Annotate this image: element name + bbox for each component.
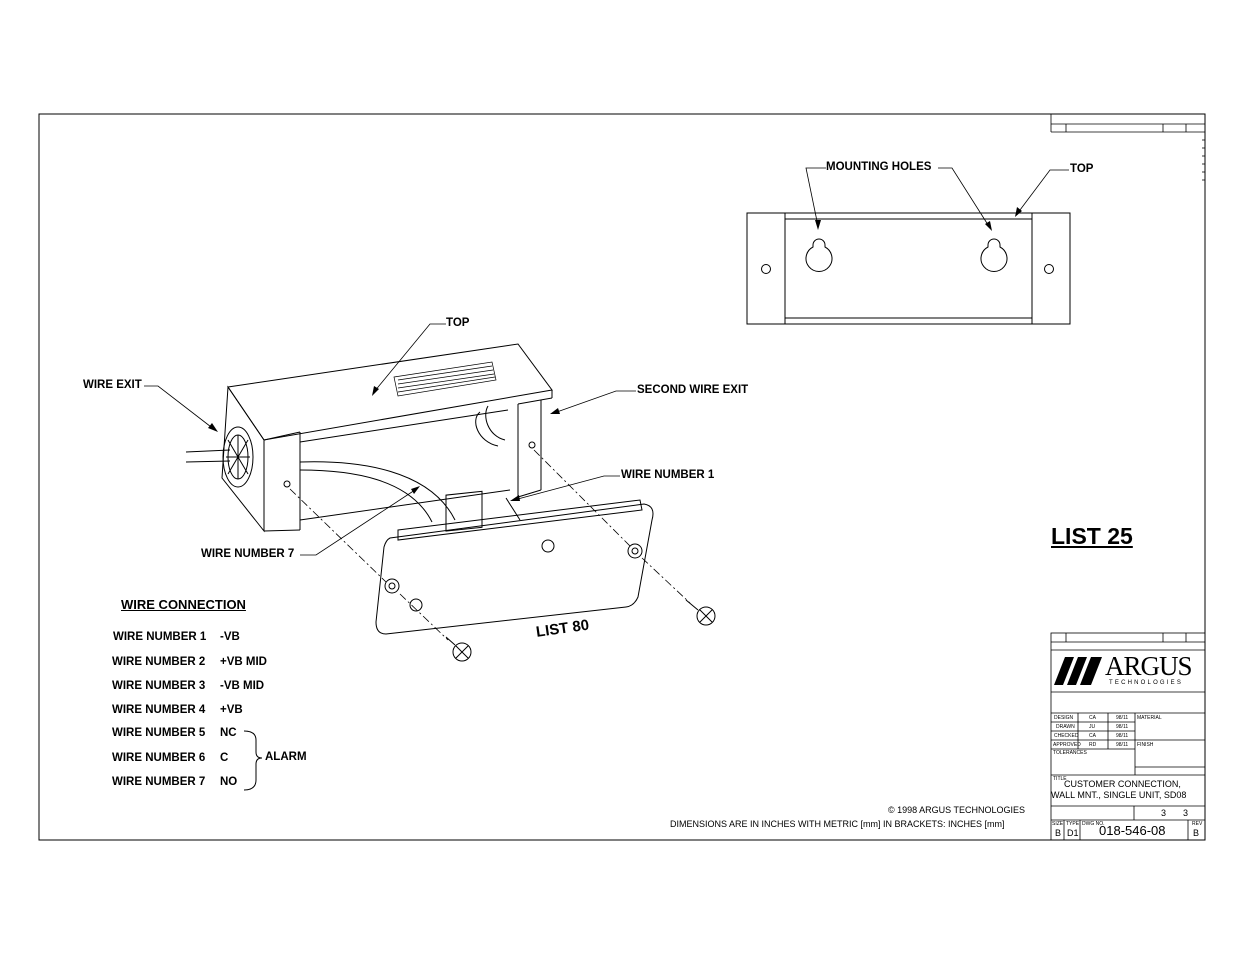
sheet-border: [38, 113, 1206, 841]
role-initials: JU: [1089, 724, 1096, 730]
alarm-brace: [243, 730, 263, 791]
type-label: TYPE: [1066, 821, 1080, 827]
argus-logo: ARGUS: [1105, 651, 1193, 681]
role-label: CHECKED: [1054, 733, 1079, 739]
role-initials: RD: [1089, 742, 1097, 748]
top-view-bracket: [746, 212, 1071, 325]
mounting-holes-label: MOUNTING HOLES: [826, 161, 932, 173]
top-label-top-view: TOP: [1070, 163, 1094, 175]
wire-row-value: NC: [220, 727, 237, 739]
wire-row-value: +VB MID: [220, 656, 267, 668]
wire-number-7-callout: WIRE NUMBER 7: [201, 548, 295, 560]
argus-logo-sub: TECHNOLOGIES: [1109, 680, 1184, 686]
size-label: SIZE: [1052, 821, 1064, 827]
screws: [445, 599, 716, 662]
wire-row-value: NO: [220, 776, 238, 788]
role-initials: CA: [1089, 733, 1096, 739]
wire-row-label: WIRE NUMBER 3: [112, 680, 206, 692]
role-date: 98/11: [1116, 742, 1129, 748]
keyhole-slot: [980, 238, 1008, 273]
material-label: MATERIAL: [1137, 715, 1162, 721]
finish-label: FINISH: [1137, 742, 1154, 748]
argus-logo-mark: [1054, 657, 1102, 685]
wire-row-label: WIRE NUMBER 5: [112, 727, 206, 739]
wire-row-label: WIRE NUMBER 7: [112, 776, 206, 788]
role-label: DESIGN: [1054, 715, 1074, 721]
sheet-size: B: [1055, 828, 1062, 838]
centerlines: [289, 449, 691, 641]
dimensions-note: DIMENSIONS ARE IN INCHES WITH METRIC [mm…: [670, 819, 1005, 829]
revision-strip: [1050, 114, 1205, 181]
role-date: 98/11: [1116, 715, 1129, 721]
list-25-title: LIST 25: [1051, 523, 1133, 549]
copyright-note: © 1998 ARGUS TECHNOLOGIES: [888, 805, 1026, 815]
wire-row-value: -VB MID: [220, 680, 265, 692]
sheet-type: D1: [1067, 828, 1079, 838]
top-view-leaders: [805, 167, 1069, 229]
drawing-title-line2: WALL MNT., SINGLE UNIT, SD08: [1051, 790, 1187, 800]
wire-row-value: C: [220, 752, 229, 764]
role-date: 98/11: [1116, 733, 1129, 739]
alarm-label: ALARM: [265, 751, 307, 763]
rev-label: REV: [1192, 821, 1203, 827]
top-vent-grille: [393, 361, 497, 397]
wire-exit-grommet: [222, 426, 254, 488]
wire-exit-label: WIRE EXIT: [83, 379, 142, 391]
wire-number-1-callout: WIRE NUMBER 1: [621, 469, 715, 481]
keyhole-slot: [805, 238, 833, 273]
side-hole: [1044, 264, 1054, 274]
wire-row-label: WIRE NUMBER 6: [112, 752, 206, 764]
title-block-frame: [1050, 632, 1206, 841]
sheet-number-left: 3: [1161, 808, 1167, 818]
role-initials: CA: [1089, 715, 1096, 721]
title-label: TITLE: [1053, 776, 1067, 782]
wire-row-value: -VB: [220, 631, 240, 643]
role-date: 98/11: [1116, 724, 1129, 730]
enclosure-box: [221, 343, 553, 533]
dwg-no-label: DWG NO.: [1082, 821, 1105, 827]
wire-row-value: +VB: [220, 704, 243, 716]
second-wire-exit-label: SECOND WIRE EXIT: [637, 384, 749, 396]
wire-connection-heading: WIRE CONNECTION: [121, 597, 246, 612]
top-label-assembly: TOP: [446, 317, 470, 329]
wires: [185, 449, 521, 523]
list-80-faceplate: [375, 490, 654, 635]
role-label: APPROVED: [1053, 742, 1081, 748]
wire-row-label: WIRE NUMBER 2: [112, 656, 206, 668]
assembly-leaders: [144, 323, 636, 556]
tolerances-label: TOLERANCES: [1053, 750, 1087, 756]
drawing-title-line1: CUSTOMER CONNECTION,: [1064, 779, 1181, 789]
sheet-number-right: 3: [1183, 808, 1189, 818]
wire-row-label: WIRE NUMBER 1: [113, 631, 207, 643]
wire-row-label: WIRE NUMBER 4: [112, 704, 206, 716]
drawing-number: 018-546-08: [1099, 823, 1166, 838]
role-label: DRAWN: [1056, 724, 1075, 730]
drawing-revision: B: [1193, 828, 1200, 838]
side-hole: [761, 264, 771, 274]
